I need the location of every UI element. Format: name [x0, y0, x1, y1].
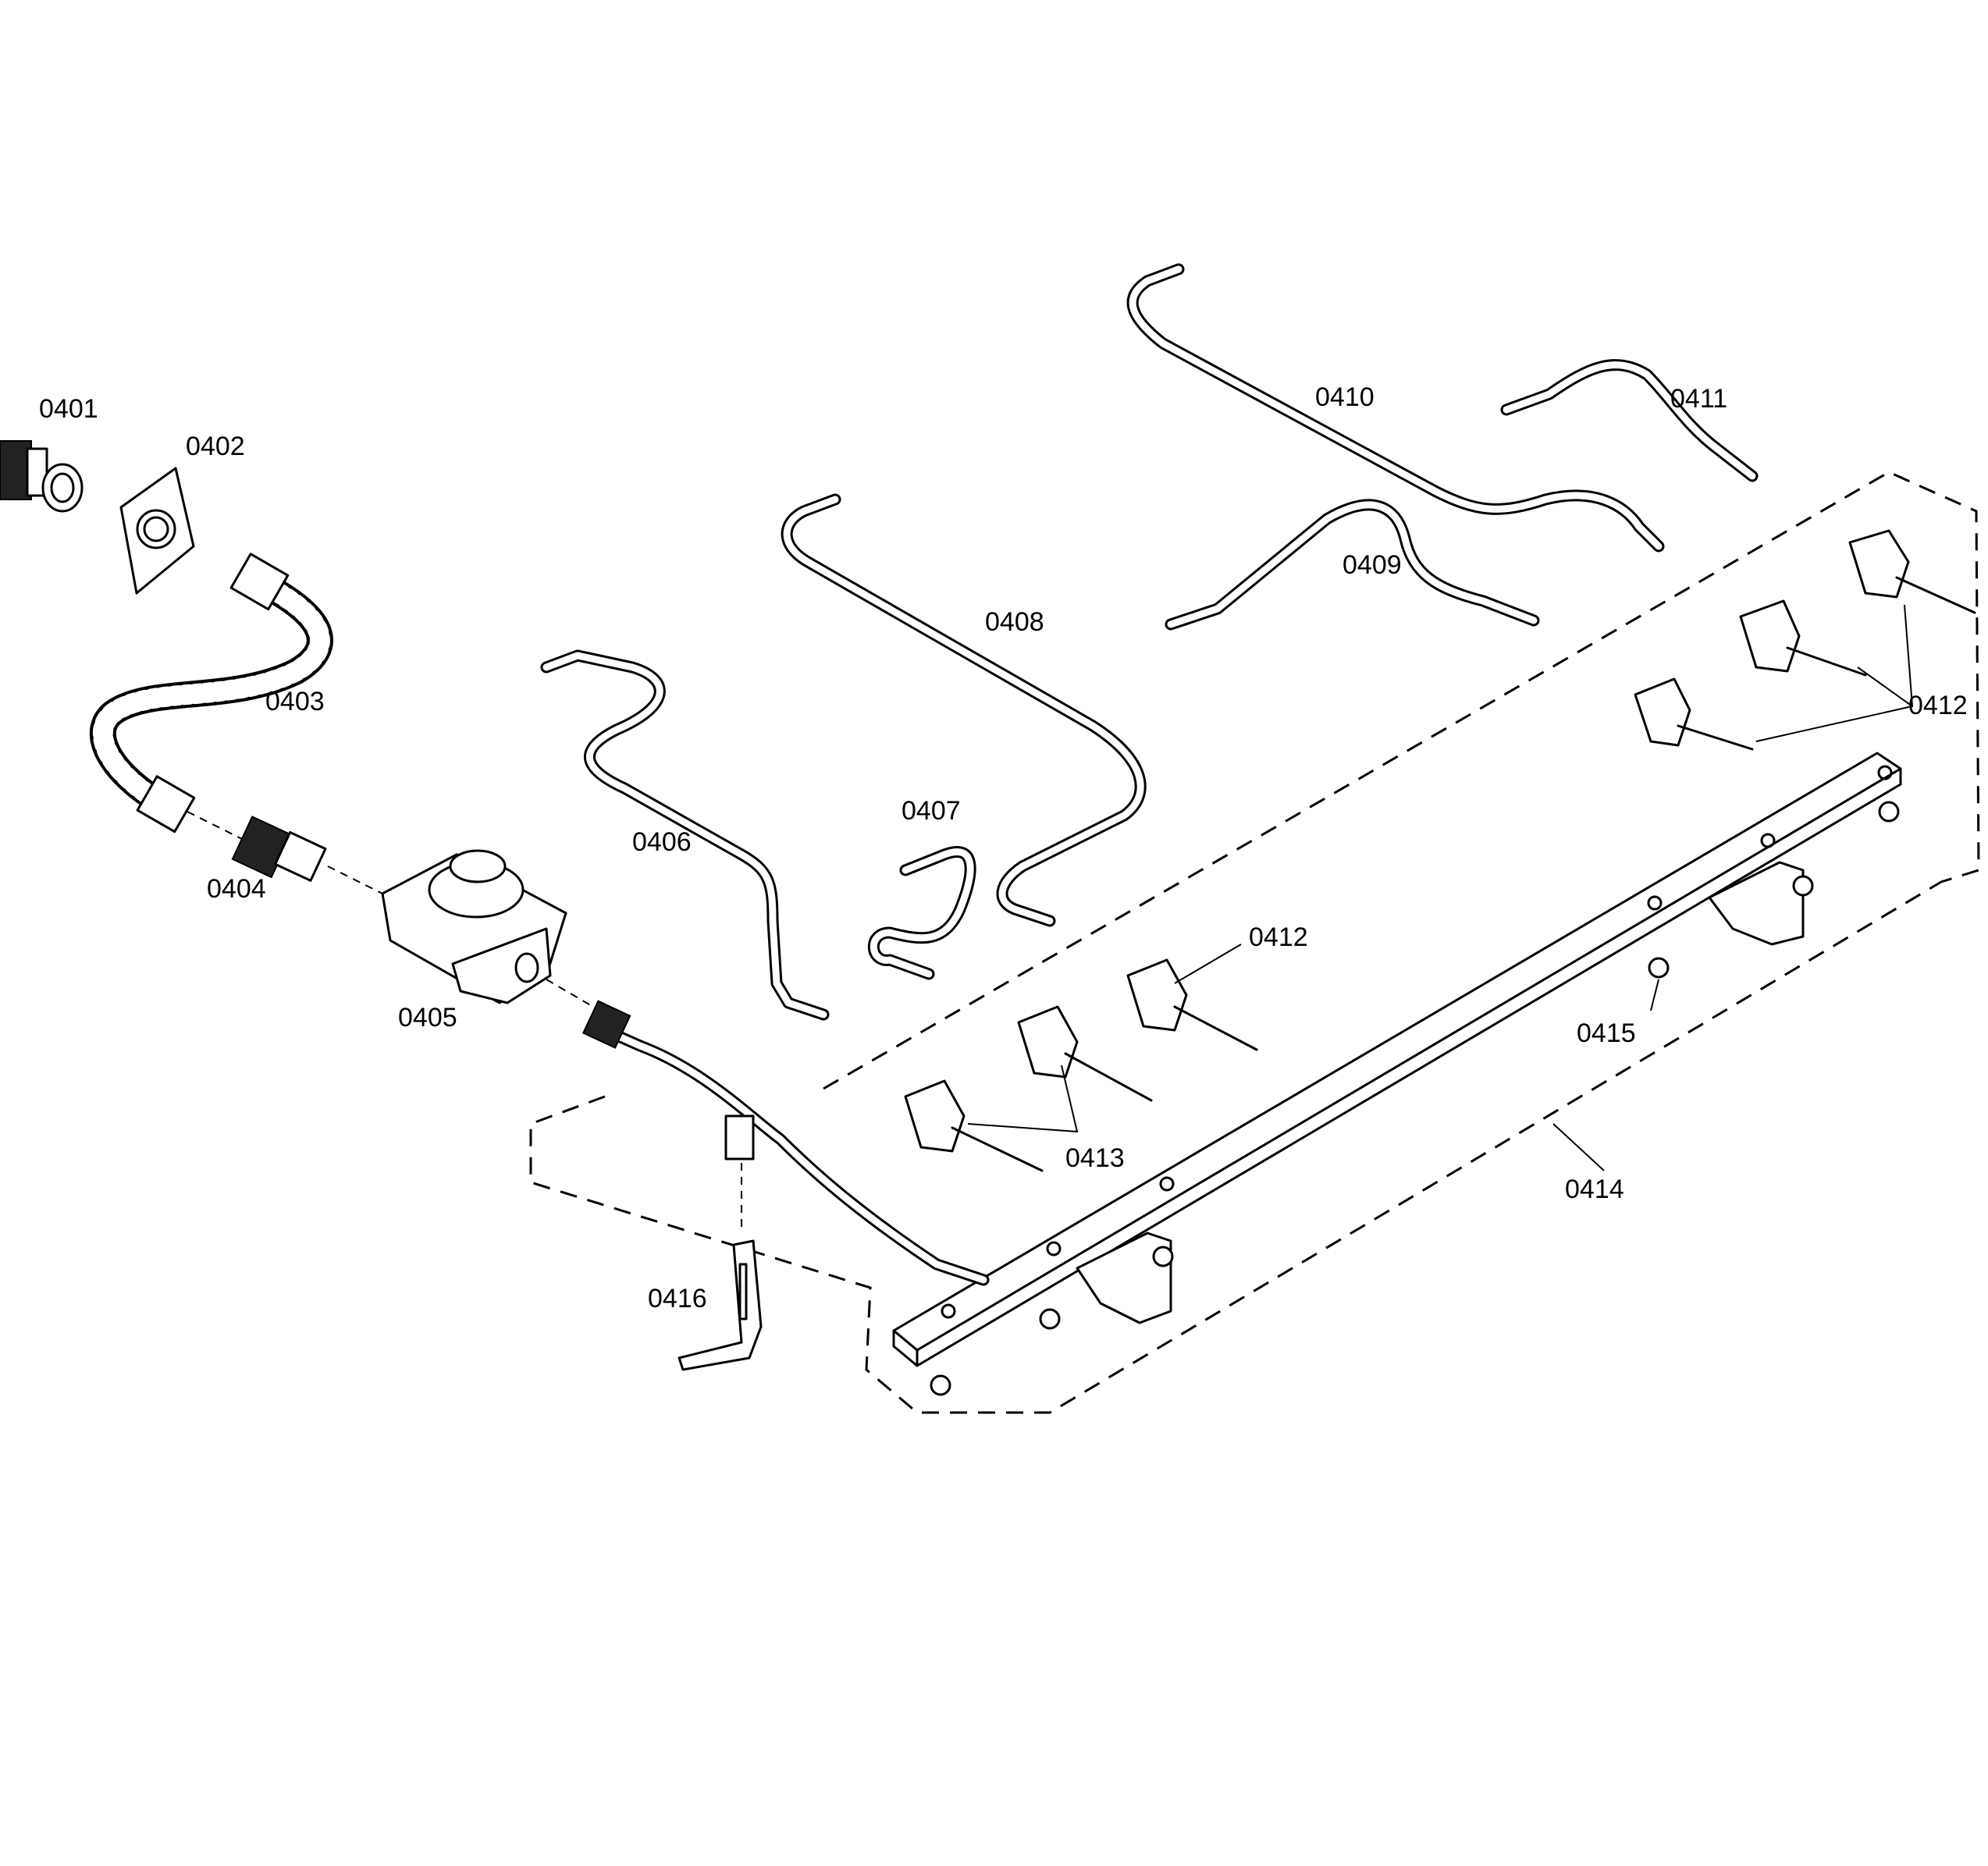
label-0411: 0411: [1670, 384, 1727, 414]
part-0414-manifold-rail: [582, 752, 1902, 1367]
part-0413-valve-2: [1017, 1005, 1153, 1102]
label-0404: 0404: [207, 874, 266, 904]
part-0403-flex-hose: [89, 553, 333, 833]
part-0412-valve-upper-1: [1634, 677, 1754, 751]
part-0411-gas-tube: [1500, 359, 1759, 482]
part-0402-mounting-plate: [119, 467, 195, 595]
part-0413-valve-1: [904, 1079, 1044, 1172]
label-0402: 0402: [186, 432, 245, 461]
label-0416: 0416: [648, 1284, 707, 1313]
part-0405-pressure-regulator: [381, 849, 567, 1004]
label-0401: 0401: [39, 394, 98, 424]
part-0401-inlet-fitting: [0, 440, 84, 513]
label-0415: 0415: [1577, 1018, 1636, 1048]
part-0412-valve-lower: [1126, 958, 1258, 1051]
label-0406: 0406: [632, 827, 692, 857]
part-0410-gas-tube: [1126, 263, 1665, 553]
label-0413: 0413: [1065, 1143, 1125, 1173]
part-labels: 0401 0402 0403 0404 0405 0406 0407 0408 …: [39, 382, 1968, 1313]
label-0414: 0414: [1565, 1175, 1624, 1204]
assembly-outline-lower: [529, 880, 1942, 1414]
part-0407-gas-tube: [867, 846, 976, 980]
label-0403: 0403: [265, 687, 325, 716]
label-0407: 0407: [902, 796, 961, 826]
label-0410: 0410: [1315, 382, 1375, 412]
part-0406-gas-tube: [540, 649, 830, 1021]
label-0409: 0409: [1343, 550, 1402, 580]
part-0412-valve-upper-2: [1739, 599, 1867, 677]
label-0405: 0405: [398, 1003, 457, 1033]
part-0404-adapter-fitting: [231, 816, 327, 882]
part-0415-screws: [930, 801, 1900, 1396]
part-0408-gas-tube: [781, 493, 1147, 927]
label-0412-lower: 0412: [1249, 922, 1308, 952]
part-0409-gas-tube: [1165, 499, 1540, 631]
part-0412-valve-upper-3: [1848, 529, 1976, 614]
label-0408: 0408: [985, 607, 1044, 637]
assembly-outline-upper: [823, 471, 1980, 1090]
part-0416-support-bracket: [677, 1114, 763, 1371]
label-0412-upper: 0412: [1908, 691, 1968, 720]
